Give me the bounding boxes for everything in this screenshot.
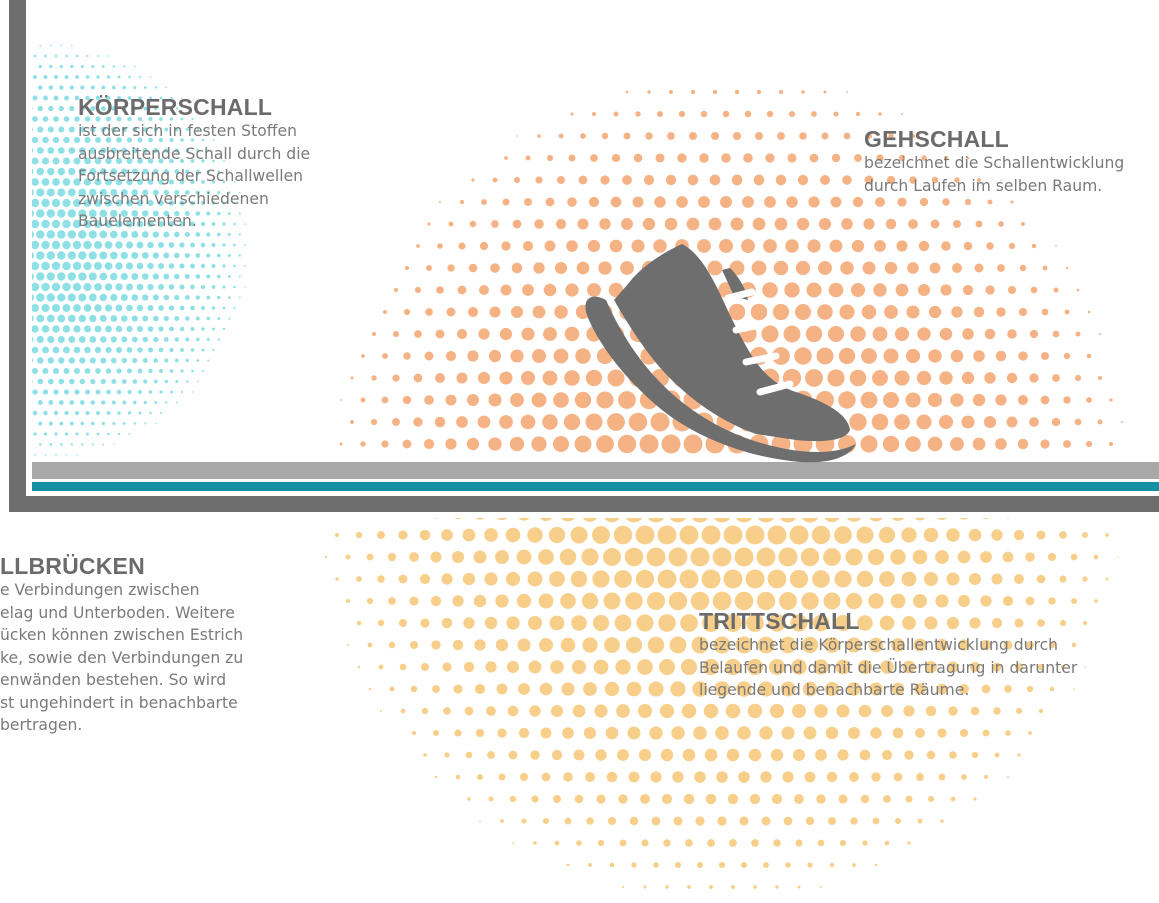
- trittschall-line-1: bezeichnet die Körperschallentwicklung d…: [699, 636, 1059, 654]
- koerperschall-line-4: zwischen verschiedenen: [78, 189, 269, 208]
- schallbruecken-line-5: enwänden bestehen. So wird: [0, 671, 227, 689]
- trittschall-line-3: liegende und benachbarte Räume.: [699, 681, 970, 699]
- shoe-icon: [585, 244, 856, 463]
- schallbruecken-line-1: e Verbindungen zwischen: [0, 581, 200, 599]
- schallbruecken-line-6: st ungehindert in benachbarte: [0, 693, 238, 712]
- floor-slab: [9, 496, 1159, 512]
- schallbruecken-line-7: bertragen.: [0, 716, 83, 734]
- gehschall-line-2: durch Laufen im selben Raum.: [864, 176, 1103, 195]
- trittschall-heading: TRITTSCHALL: [699, 608, 860, 634]
- gehschall-section: GEHSCHALL bezeichnet die Schallentwicklu…: [864, 126, 1124, 197]
- wall-left: [9, 0, 26, 512]
- koerperschall-line-3: Fortsetzung der Schallwellen: [78, 167, 304, 185]
- cyan-dot-pattern: [32, 44, 246, 456]
- koerperschall-line-2: ausbreitende Schall durch die: [78, 144, 311, 163]
- koerperschall-line-5: Bauelementen.: [78, 212, 197, 230]
- koerperschall-heading: KÖRPERSCHALL: [78, 94, 273, 120]
- schallbruecken-section: LLBRÜCKEN e Verbindungen zwischen elag u…: [0, 553, 243, 737]
- orange-dot-pattern: [339, 89, 1123, 454]
- schallbruecken-line-2: elag und Unterboden. Weitere: [0, 603, 235, 622]
- koerperschall-section: KÖRPERSCHALL ist der sich in festen Stof…: [78, 94, 310, 233]
- insulation-stripe: [32, 482, 1159, 491]
- schallbruecken-heading: LLBRÜCKEN: [0, 553, 145, 579]
- schallbruecken-line-4: ke, sowie den Verbindungen zu: [0, 648, 244, 667]
- shoe-laces: [724, 288, 794, 396]
- gehschall-heading: GEHSCHALL: [864, 126, 1009, 152]
- schallbruecken-line-3: ücken können zwischen Estrich: [0, 626, 244, 644]
- yellow-dot-pattern: [324, 518, 1119, 889]
- floor-covering: [32, 462, 1159, 479]
- koerperschall-line-1: ist der sich in festen Stoffen: [78, 122, 297, 140]
- trittschall-section: TRITTSCHALL bezeichnet die Körperschalle…: [699, 608, 1077, 702]
- trittschall-line-2: Belaufen und damit die Übertragung in da…: [699, 658, 1078, 677]
- gehschall-line-1: bezeichnet die Schallentwicklung: [864, 154, 1125, 172]
